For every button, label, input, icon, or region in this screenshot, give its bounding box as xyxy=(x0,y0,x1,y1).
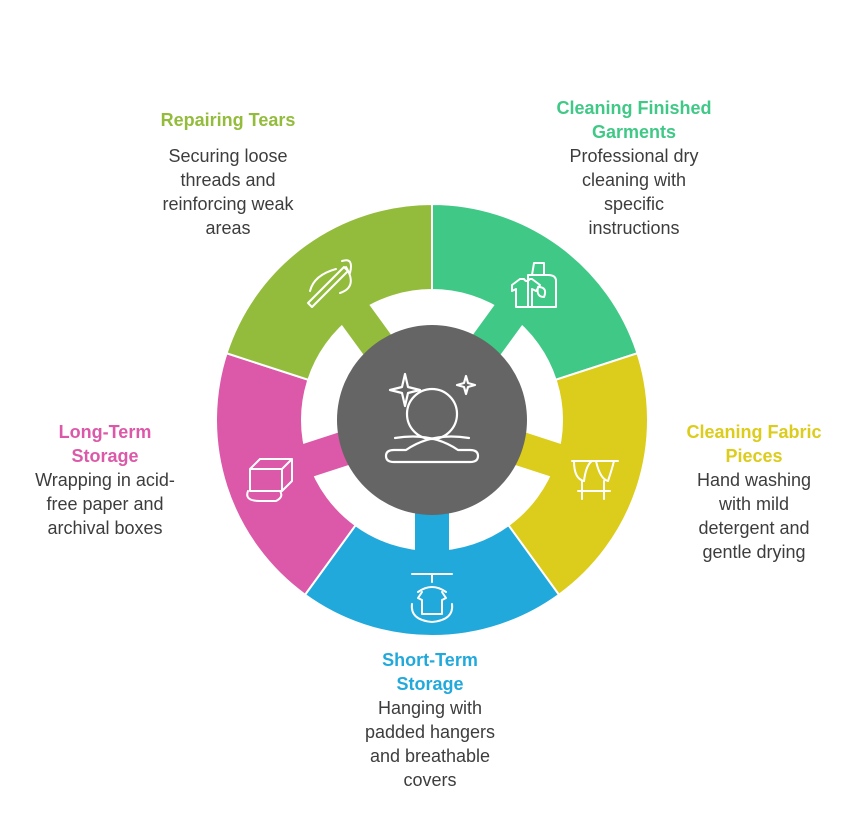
segment-description: Wrapping in acid- free paper and archiva… xyxy=(35,470,175,538)
detergent-shirt-icon xyxy=(511,262,557,308)
drying-rack-icon xyxy=(571,460,619,500)
segment-title: Cleaning Fabric Pieces xyxy=(686,422,822,466)
ring-arc xyxy=(431,202,639,382)
segment-title: Short-Term Storage xyxy=(382,650,478,694)
label-long-term-storage: Long-Term Storage Wrapping in acid- free… xyxy=(15,420,195,540)
label-repairing-tears: Repairing Tears Securing loose threads a… xyxy=(128,108,328,240)
needle-thread-icon xyxy=(307,259,352,308)
segment-description: Securing loose threads and reinforcing w… xyxy=(162,146,294,238)
label-cleaning-finished-garments: Cleaning Finished Garments Professional … xyxy=(534,96,734,240)
ring-connector xyxy=(415,508,449,552)
label-cleaning-fabric-pieces: Cleaning Fabric Pieces Hand washing with… xyxy=(664,420,844,564)
segment-description: Hand washing with mild detergent and gen… xyxy=(696,470,812,562)
storage-box-icon xyxy=(246,458,293,502)
label-short-term-storage: Short-Term Storage Hanging with padded h… xyxy=(330,648,530,792)
segment-description: Hanging with padded hangers and breathab… xyxy=(364,698,496,790)
segment-description: Professional dry cleaning with specific … xyxy=(569,146,699,238)
meditation-sparkle-icon xyxy=(384,372,480,464)
ring-arc xyxy=(225,202,433,382)
segment-title: Repairing Tears xyxy=(160,110,296,130)
segment-long-storage xyxy=(215,351,357,597)
hanger-shirt-icon xyxy=(410,573,454,623)
center-circle xyxy=(337,325,527,515)
ring-arc xyxy=(507,351,649,597)
segment-clean-fabric xyxy=(507,351,649,597)
ring-arc xyxy=(215,351,357,597)
segment-title: Cleaning Finished Garments xyxy=(556,98,712,142)
segment-title: Long-Term Storage xyxy=(58,422,152,466)
